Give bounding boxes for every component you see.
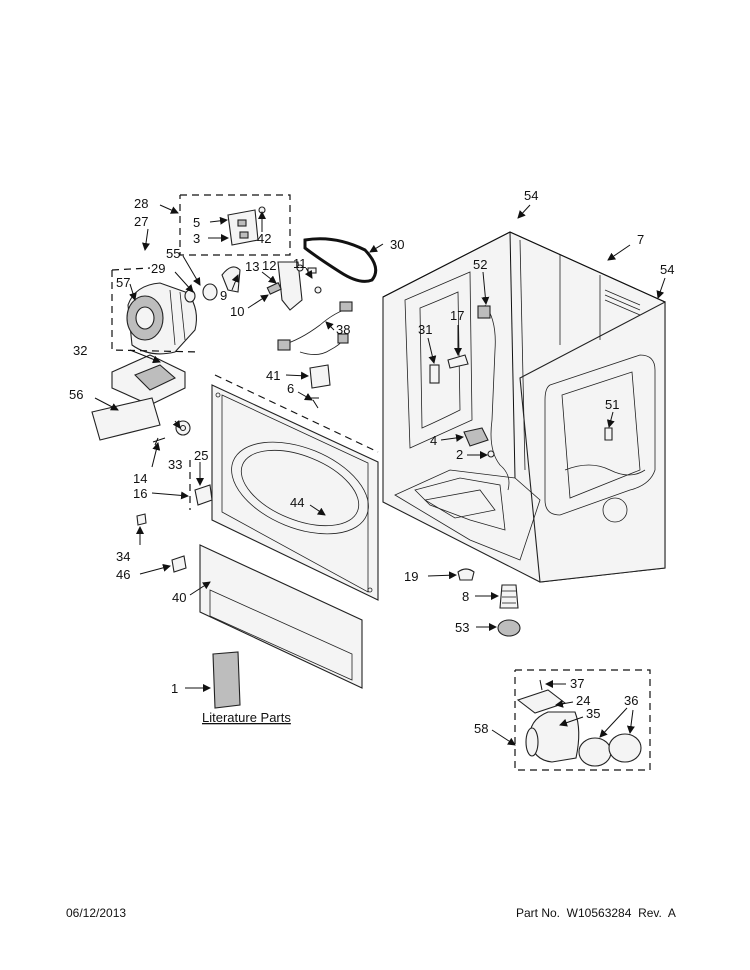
callout-8: 8 [462,589,469,604]
small-screw [487,450,495,458]
idler-box [179,194,291,256]
callout-30: 30 [390,237,404,252]
callout-58: 58 [474,721,488,736]
callout-2: 2 [456,447,463,462]
clip [447,354,469,369]
door-switch [309,364,331,389]
exhaust-screw [539,679,543,691]
callout-57: 57 [116,275,130,290]
callout-32: 32 [73,343,87,358]
door-hinge [171,555,187,573]
screw [311,397,319,409]
leveling-leg [499,584,519,609]
callout-25: 25 [194,448,208,463]
callout-42: 42 [257,231,271,246]
callout-44: 44 [290,495,304,510]
callout-19: 19 [404,569,418,584]
idler-bracket [227,206,266,246]
callout-29: 29 [151,261,165,276]
exhaust-kit-box [514,669,651,771]
callout-3: 3 [193,231,200,246]
idler-arm [266,261,322,311]
callout-10: 10 [230,304,244,319]
callout-14: 14 [133,471,147,486]
foot-pad [497,619,521,637]
callout-1: 1 [171,681,178,696]
callout-33: 33 [168,457,182,472]
callout-51: 51 [605,397,619,412]
callout-56: 56 [69,387,83,402]
callout-17: 17 [450,308,464,323]
front-panel [211,384,379,601]
literature-label: Literature Parts [202,710,291,725]
callout-11: 11 [293,256,307,271]
callout-numbers: 1 2 3 4 5 6 7 8 9 10 11 12 13 14 16 17 1… [69,188,674,736]
latch [194,484,213,506]
callout-12: 12 [262,258,276,273]
callout-28: 28 [134,196,148,211]
thermal-fuse [429,364,440,384]
bolt [152,437,166,446]
footer-date: 06/12/2013 [66,906,127,920]
dryer-cabinet [382,231,666,583]
literature-parts [212,651,241,709]
callout-27: 27 [134,214,148,229]
callout-4: 4 [430,433,437,448]
callout-24: 24 [576,693,590,708]
motor-assembly-box [111,270,201,353]
callout-41: 41 [266,368,280,383]
callout-53: 53 [455,620,469,635]
callout-16: 16 [133,486,147,501]
harness-clip [604,427,613,441]
footer-part-number: Part No. W10563284 Rev. A [516,906,676,920]
motor-wire-harness [277,301,353,355]
terminal-box [463,427,489,447]
callout-54-top: 54 [524,188,538,203]
callout-40: 40 [172,590,186,605]
callout-52: 52 [473,257,487,272]
leg-screw [136,513,147,526]
terminal-block [477,305,491,319]
callout-31: 31 [418,322,432,337]
leader-lines [94,204,666,746]
idler-pulley [184,266,241,303]
callout-55: 55 [166,246,180,261]
leveling-clip [457,568,475,581]
callout-54-right: 54 [660,262,674,277]
callout-9: 9 [220,288,227,303]
warning-label [91,397,161,441]
callout-13: 13 [245,259,259,274]
callout-38: 38 [336,322,350,337]
callout-37: 37 [570,676,584,691]
drive-belt [303,237,378,283]
exhaust-hoods [578,733,642,767]
callout-36: 36 [624,693,638,708]
drive-motor [126,282,197,355]
exhaust-plate [516,689,567,714]
callout-6: 6 [287,381,294,396]
callout-5: 5 [193,215,200,230]
callout-35: 35 [586,706,600,721]
exhaust-elbow [525,711,580,763]
callout-34: 34 [116,549,130,564]
motor-mount [111,354,186,406]
callout-7: 7 [637,232,644,247]
callout-46: 46 [116,567,130,582]
toe-panel [199,544,363,689]
